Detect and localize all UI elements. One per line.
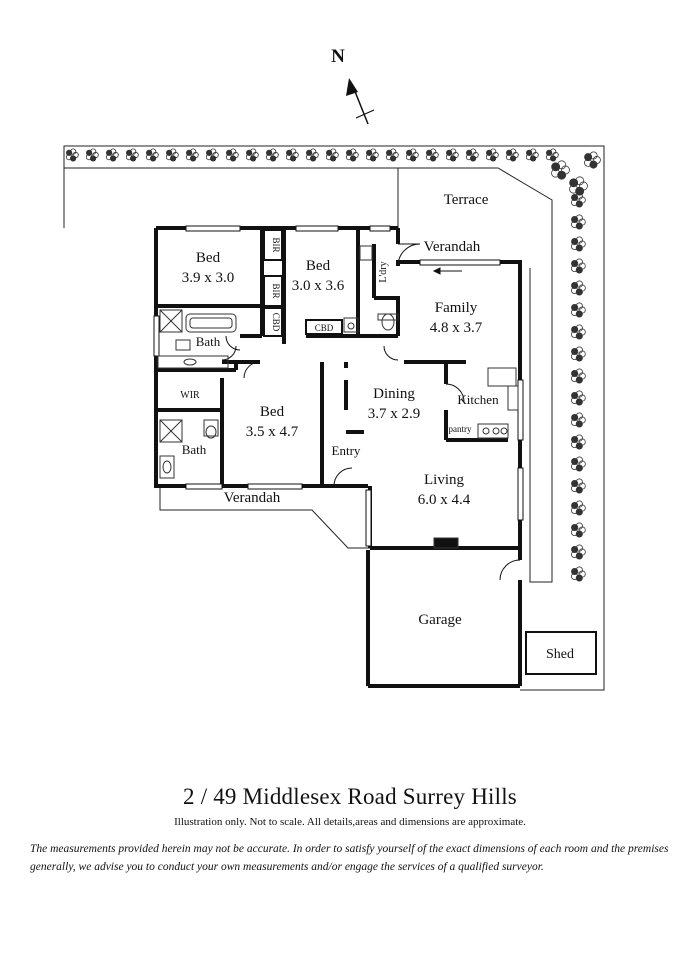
shrub-icon (325, 148, 339, 162)
shrub-icon (571, 302, 586, 318)
bath1-label: Bath (196, 334, 221, 349)
garage-label: Garage (418, 612, 462, 628)
bir1-label: BIR (271, 237, 281, 252)
verandah-bottom-label: Verandah (224, 490, 281, 506)
shrub-icon (571, 258, 586, 274)
shrub-icon (569, 176, 588, 196)
shrub-icon (205, 148, 219, 162)
bed2-dims: 3.0 x 3.6 (292, 278, 345, 294)
bed1-name: Bed (196, 250, 221, 266)
entry-label: Entry (332, 443, 361, 458)
cbd1-label: CBD (271, 313, 281, 332)
family-name: Family (435, 300, 478, 316)
shrub-icon (571, 192, 586, 208)
shrub-icon (385, 148, 399, 162)
shrub-icon (505, 148, 519, 162)
dining-name: Dining (373, 386, 415, 402)
shrub-icon (65, 148, 79, 162)
shrub-icon (265, 148, 279, 162)
windows (153, 225, 524, 547)
room-labels: Bed 3.9 x 3.0 Bed 3.0 x 3.6 Bed 3.5 x 4.… (180, 192, 574, 662)
bed2-name: Bed (306, 258, 331, 274)
terrace-label: Terrace (444, 192, 489, 208)
shrub-icon (485, 148, 499, 162)
shrub-icon (571, 500, 586, 516)
shrub-icon (571, 456, 586, 472)
sliding-door-arrow-icon (432, 267, 462, 275)
cbd2-label: CBD (315, 323, 334, 333)
north-arrow-icon: N (331, 46, 375, 125)
living-name: Living (424, 472, 464, 488)
shrub-icon (145, 148, 159, 162)
shrub-icon (85, 148, 99, 162)
shrub-icon (445, 148, 459, 162)
kitchen-label: Kitchen (457, 392, 499, 407)
pantry-label: pantry (449, 424, 472, 434)
shrub-icon (571, 280, 586, 296)
shrub-icon (305, 148, 319, 162)
terrace-area (397, 167, 553, 583)
shrub-icon (571, 346, 586, 362)
bed3-dims: 3.5 x 4.7 (246, 424, 299, 440)
shrub-icon (571, 478, 586, 494)
shrub-icon (185, 148, 199, 162)
verandah-outline (159, 488, 370, 549)
bed3-name: Bed (260, 404, 285, 420)
shrub-icon (571, 236, 586, 252)
laundry-label: L'dry (378, 261, 389, 282)
verandah-top-label: Verandah (424, 239, 481, 255)
shrub-icon (571, 390, 586, 406)
shrub-icon (345, 148, 359, 162)
shrub-icon (571, 324, 586, 340)
shrub-icon (571, 434, 586, 450)
garden-hedge (65, 148, 601, 582)
shrub-icon (571, 566, 586, 582)
living-dims: 6.0 x 4.4 (418, 492, 471, 508)
wir-label: WIR (180, 390, 200, 401)
shrub-icon (551, 160, 570, 180)
shrub-icon (571, 522, 586, 538)
disclaimer-text: The measurements provided herein may not… (30, 843, 669, 873)
dining-dims: 3.7 x 2.9 (368, 406, 421, 422)
shrub-icon (245, 148, 259, 162)
shrub-icon (165, 148, 179, 162)
shrub-icon (285, 148, 299, 162)
family-dims: 4.8 x 3.7 (430, 320, 483, 336)
shrub-icon (405, 148, 419, 162)
shrub-icon (571, 368, 586, 384)
fixtures (157, 245, 519, 549)
shrub-icon (125, 148, 139, 162)
shrub-icon (105, 148, 119, 162)
shrub-icon (545, 148, 559, 162)
shrub-icon (571, 214, 586, 230)
shed-label: Shed (546, 647, 574, 662)
shrub-icon (571, 412, 586, 428)
shrub-icon (225, 148, 239, 162)
floor-plan: N (63, 46, 605, 691)
property-address: 2 / 49 Middlesex Road Surrey Hills (183, 784, 517, 809)
shrub-icon (571, 544, 586, 560)
bath2-label: Bath (182, 442, 207, 457)
shrub-icon (584, 151, 601, 169)
cupboards (263, 229, 343, 337)
doors (221, 243, 521, 581)
shrub-icon (465, 148, 479, 162)
shrub-icon (365, 148, 379, 162)
illustration-note: Illustration only. Not to scale. All det… (174, 816, 526, 828)
bed1-dims: 3.9 x 3.0 (182, 270, 235, 286)
shrub-icon (425, 148, 439, 162)
compass-label: N (331, 46, 345, 67)
shrub-icon (525, 148, 539, 162)
bir2-label: BIR (271, 283, 281, 298)
